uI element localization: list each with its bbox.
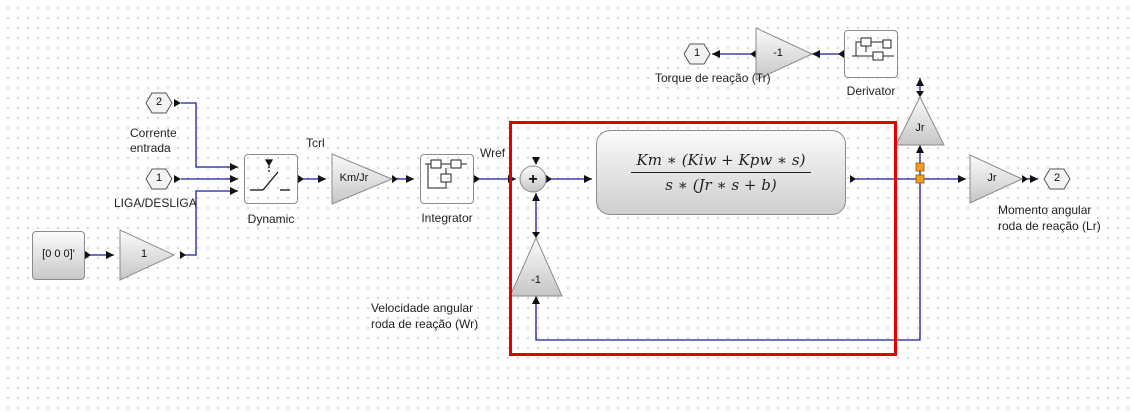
switch-icon	[264, 159, 274, 167]
switch-icon	[262, 171, 279, 191]
output-port-icon	[532, 232, 540, 238]
arrow-icon	[230, 187, 238, 195]
plus-icon: +	[528, 171, 537, 188]
derivator-label: Derivator	[846, 84, 896, 98]
torque-gain-value: -1	[773, 47, 783, 59]
arrow-icon	[406, 175, 414, 183]
km-jr-gain-block[interactable]	[331, 153, 394, 205]
switch-in-port-number: 1	[155, 172, 163, 184]
jr-out-gain-value: Jr	[987, 172, 997, 184]
arrow-icon	[916, 78, 924, 86]
output-port-icon	[85, 251, 91, 259]
switch-in-port[interactable]	[145, 168, 173, 190]
jr-up-gain-block[interactable]	[895, 95, 945, 146]
output-port-icon	[392, 175, 398, 183]
dynamic-label: Dynamic	[247, 212, 295, 226]
feedback-gain-block[interactable]	[509, 236, 563, 297]
current-label-line2: entrada	[130, 141, 171, 155]
km-jr-gain-value: Km/Jr	[339, 172, 369, 184]
arrow-icon	[230, 175, 238, 183]
feedback-gain-value: -1	[531, 274, 541, 286]
derivator-icon	[855, 41, 861, 56]
arrow-icon	[318, 175, 326, 183]
arrow-icon	[712, 50, 720, 58]
const-gain-value: 1	[140, 248, 148, 260]
jr-up-gain-value: Jr	[915, 122, 925, 134]
wref-label: Wref	[480, 146, 506, 160]
wr-label-line1: Velocidade angular	[371, 301, 474, 315]
output-port-icon	[546, 175, 552, 183]
link-current[interactable]	[181, 102, 238, 168]
arrow-icon	[1030, 175, 1038, 183]
momentum-label-line1: Momento angular	[998, 203, 1092, 217]
tcrl-label: Tcrl	[306, 136, 325, 150]
arrow-icon	[916, 145, 924, 153]
integrator-icon	[427, 164, 447, 189]
torque-gain-block[interactable]	[755, 27, 814, 81]
link-feedback[interactable]	[535, 179, 921, 341]
output-port-icon	[174, 99, 181, 107]
wr-label-line2: roda de reação (Wr)	[371, 317, 479, 331]
arrow-icon	[958, 175, 966, 183]
tf-denominator: s ∗ (Jr ∗ s + b)	[665, 176, 777, 194]
jr-out-gain-block[interactable]	[969, 154, 1024, 204]
const-value: [0 0 0]'	[42, 248, 75, 260]
derivator-icon	[882, 39, 892, 49]
transfer-function-block[interactable]: Km ∗ (Kiw + Kpw ∗ s) s ∗ (Jr ∗ s + b)	[596, 130, 846, 215]
torque-label: Torque de reação (Tr)	[655, 71, 771, 85]
output-port-icon	[916, 91, 924, 97]
momentum-label-line2: roda de reação (Lr)	[998, 219, 1101, 233]
output-port-icon	[474, 175, 480, 183]
arrow-icon	[532, 296, 540, 304]
derivator-block[interactable]	[844, 30, 898, 78]
torque-out-port-number: 1	[693, 47, 701, 59]
output-port-icon	[838, 50, 844, 58]
arrow-icon	[812, 50, 820, 58]
sum-top-input-icon	[532, 157, 540, 165]
selection-rectangle	[509, 121, 897, 356]
output-port-icon	[174, 175, 181, 183]
output-port-icon	[1022, 175, 1028, 183]
arrow-icon	[532, 193, 540, 201]
tf-numerator: Km ∗ (Kiw + Kpw ∗ s)	[630, 151, 812, 173]
current-label-line1: Corrente	[130, 126, 177, 140]
output-port-icon	[850, 175, 856, 183]
current-in-port[interactable]	[145, 92, 173, 114]
momentum-out-port[interactable]	[1043, 168, 1071, 190]
arrow-icon	[230, 163, 238, 171]
output-port-icon	[180, 251, 186, 259]
switch-label: LIGA/DESLIGA	[114, 196, 197, 210]
integrator-label: Integrator	[421, 211, 473, 225]
arrow-icon	[584, 175, 592, 183]
integrator-block[interactable]	[420, 154, 474, 204]
output-port-icon	[298, 175, 304, 183]
arrow-icon	[106, 251, 114, 259]
dynamic-block[interactable]	[244, 154, 298, 204]
sum-block[interactable]	[519, 165, 547, 193]
torque-out-port[interactable]	[683, 43, 711, 65]
split-point[interactable]	[915, 174, 925, 184]
gain-block[interactable]	[119, 229, 176, 281]
const-block[interactable]	[32, 231, 85, 280]
split-point[interactable]	[915, 162, 925, 172]
output-port-icon	[750, 50, 756, 58]
current-in-port-number: 2	[155, 96, 163, 108]
link-gain1[interactable]	[180, 190, 238, 256]
momentum-out-port-number: 2	[1053, 172, 1061, 184]
